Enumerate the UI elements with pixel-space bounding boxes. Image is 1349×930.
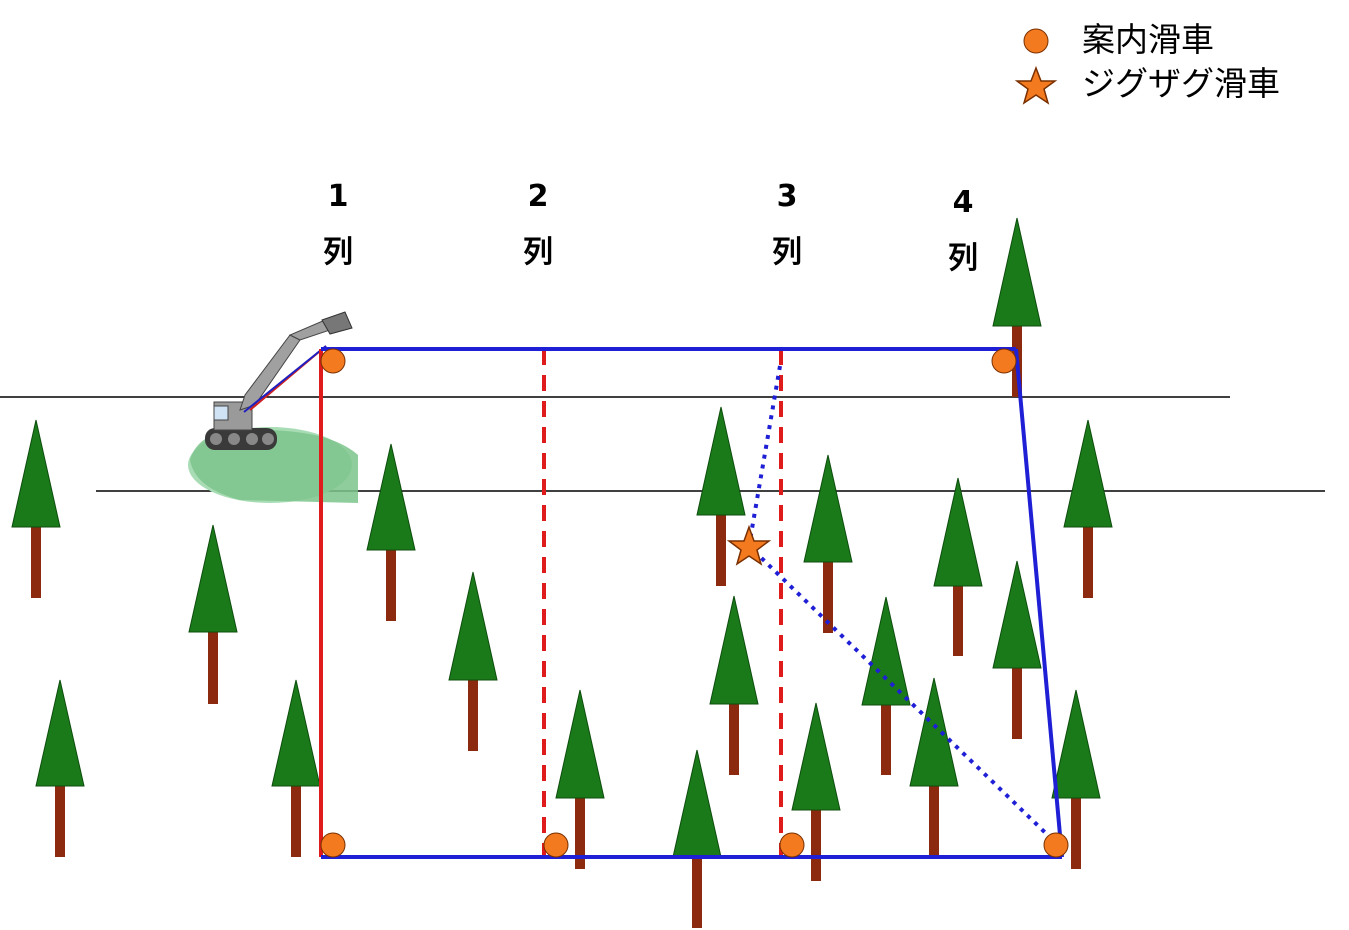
tree-trunk: [692, 857, 702, 928]
legend-guide-pulley-label: 案内滑車: [1082, 20, 1214, 59]
tree-trunk: [1071, 798, 1081, 869]
tree-icon: [1051, 689, 1101, 869]
tree-icon: [366, 443, 416, 621]
tree-icon: [672, 749, 722, 928]
tree-icon: [933, 477, 983, 656]
tree-trunk: [881, 705, 891, 775]
tree-trunk: [729, 704, 739, 775]
tree-icon: [992, 560, 1042, 739]
column-label-2-number: 2: [528, 179, 549, 214]
tree-crown: [366, 443, 416, 551]
tree-crown: [1051, 689, 1101, 799]
column-label-4-suffix: 列: [948, 241, 978, 276]
tree-icon: [696, 406, 746, 586]
tree-icon: [791, 702, 841, 881]
tree-trunk: [811, 810, 821, 881]
legend-zigzag-star-icon: [1014, 65, 1058, 105]
guide-pulley: [779, 832, 805, 858]
tree-icon: [909, 677, 959, 857]
skyline-right: [1014, 348, 1064, 858]
tree-crown: [909, 677, 959, 787]
tree-trunk: [291, 786, 301, 857]
tree-icon: [555, 689, 605, 869]
tree-crown: [35, 679, 85, 787]
tree-icon: [803, 454, 853, 633]
tree-icon: [861, 596, 911, 775]
tree-icon: [271, 679, 321, 857]
tree-icon: [709, 595, 759, 775]
tree-icon: [448, 571, 498, 751]
tree-trunk: [31, 527, 41, 598]
tree-crown: [271, 679, 321, 787]
tree-trunk: [823, 562, 833, 633]
tree-crown: [1063, 419, 1113, 528]
legend: 案内滑車 ジグザグ滑車: [1014, 20, 1280, 105]
tree-trunk: [1012, 668, 1022, 739]
tree-icon: [11, 419, 61, 598]
tree-icon: [188, 524, 238, 704]
tree-crown: [791, 702, 841, 811]
guide-pulley: [320, 832, 346, 858]
tree-crown: [11, 419, 61, 528]
tree-icon: [35, 679, 85, 857]
guide-pulley: [320, 348, 346, 374]
tree-crown: [992, 217, 1042, 327]
tree-group: [11, 217, 1113, 928]
tree-trunk: [55, 786, 65, 857]
tree-trunk: [1083, 527, 1093, 598]
guide-pulleys: [320, 348, 1069, 858]
tree-crown: [696, 406, 746, 516]
tree-trunk: [386, 550, 396, 621]
tree-trunk: [716, 515, 726, 586]
tree-trunk: [929, 786, 939, 857]
tree-crown: [709, 595, 759, 705]
tree-crown: [555, 689, 605, 799]
guide-pulley: [1043, 832, 1069, 858]
column-label-3-suffix: 列: [772, 235, 802, 270]
tree-crown: [672, 749, 722, 858]
tree-trunk: [208, 632, 218, 704]
guide-pulley: [991, 348, 1017, 374]
tree-icon: [1063, 419, 1113, 598]
column-label-2-suffix: 列: [523, 235, 553, 270]
tree-crown: [861, 596, 911, 706]
legend-guide-pulley-icon: [1023, 28, 1049, 54]
column-label-1-number: 1: [328, 179, 349, 214]
guide-pulley: [543, 832, 569, 858]
tree-crown: [803, 454, 853, 563]
tree-trunk: [575, 798, 585, 869]
column-label-1-suffix: 列: [323, 235, 353, 270]
excavator-icon: [188, 311, 358, 503]
legend-zigzag-pulley-label: ジグザグ滑車: [1082, 64, 1280, 103]
tree-crown: [992, 560, 1042, 669]
tree-crown: [933, 477, 983, 587]
column-label-3-number: 3: [777, 179, 798, 214]
column-label-4-number: 4: [953, 185, 974, 220]
tree-trunk: [953, 586, 963, 656]
zigzag-pulley-star-icon: [726, 524, 772, 566]
tree-crown: [448, 571, 498, 681]
tree-trunk: [468, 680, 478, 751]
tree-crown: [188, 524, 238, 633]
